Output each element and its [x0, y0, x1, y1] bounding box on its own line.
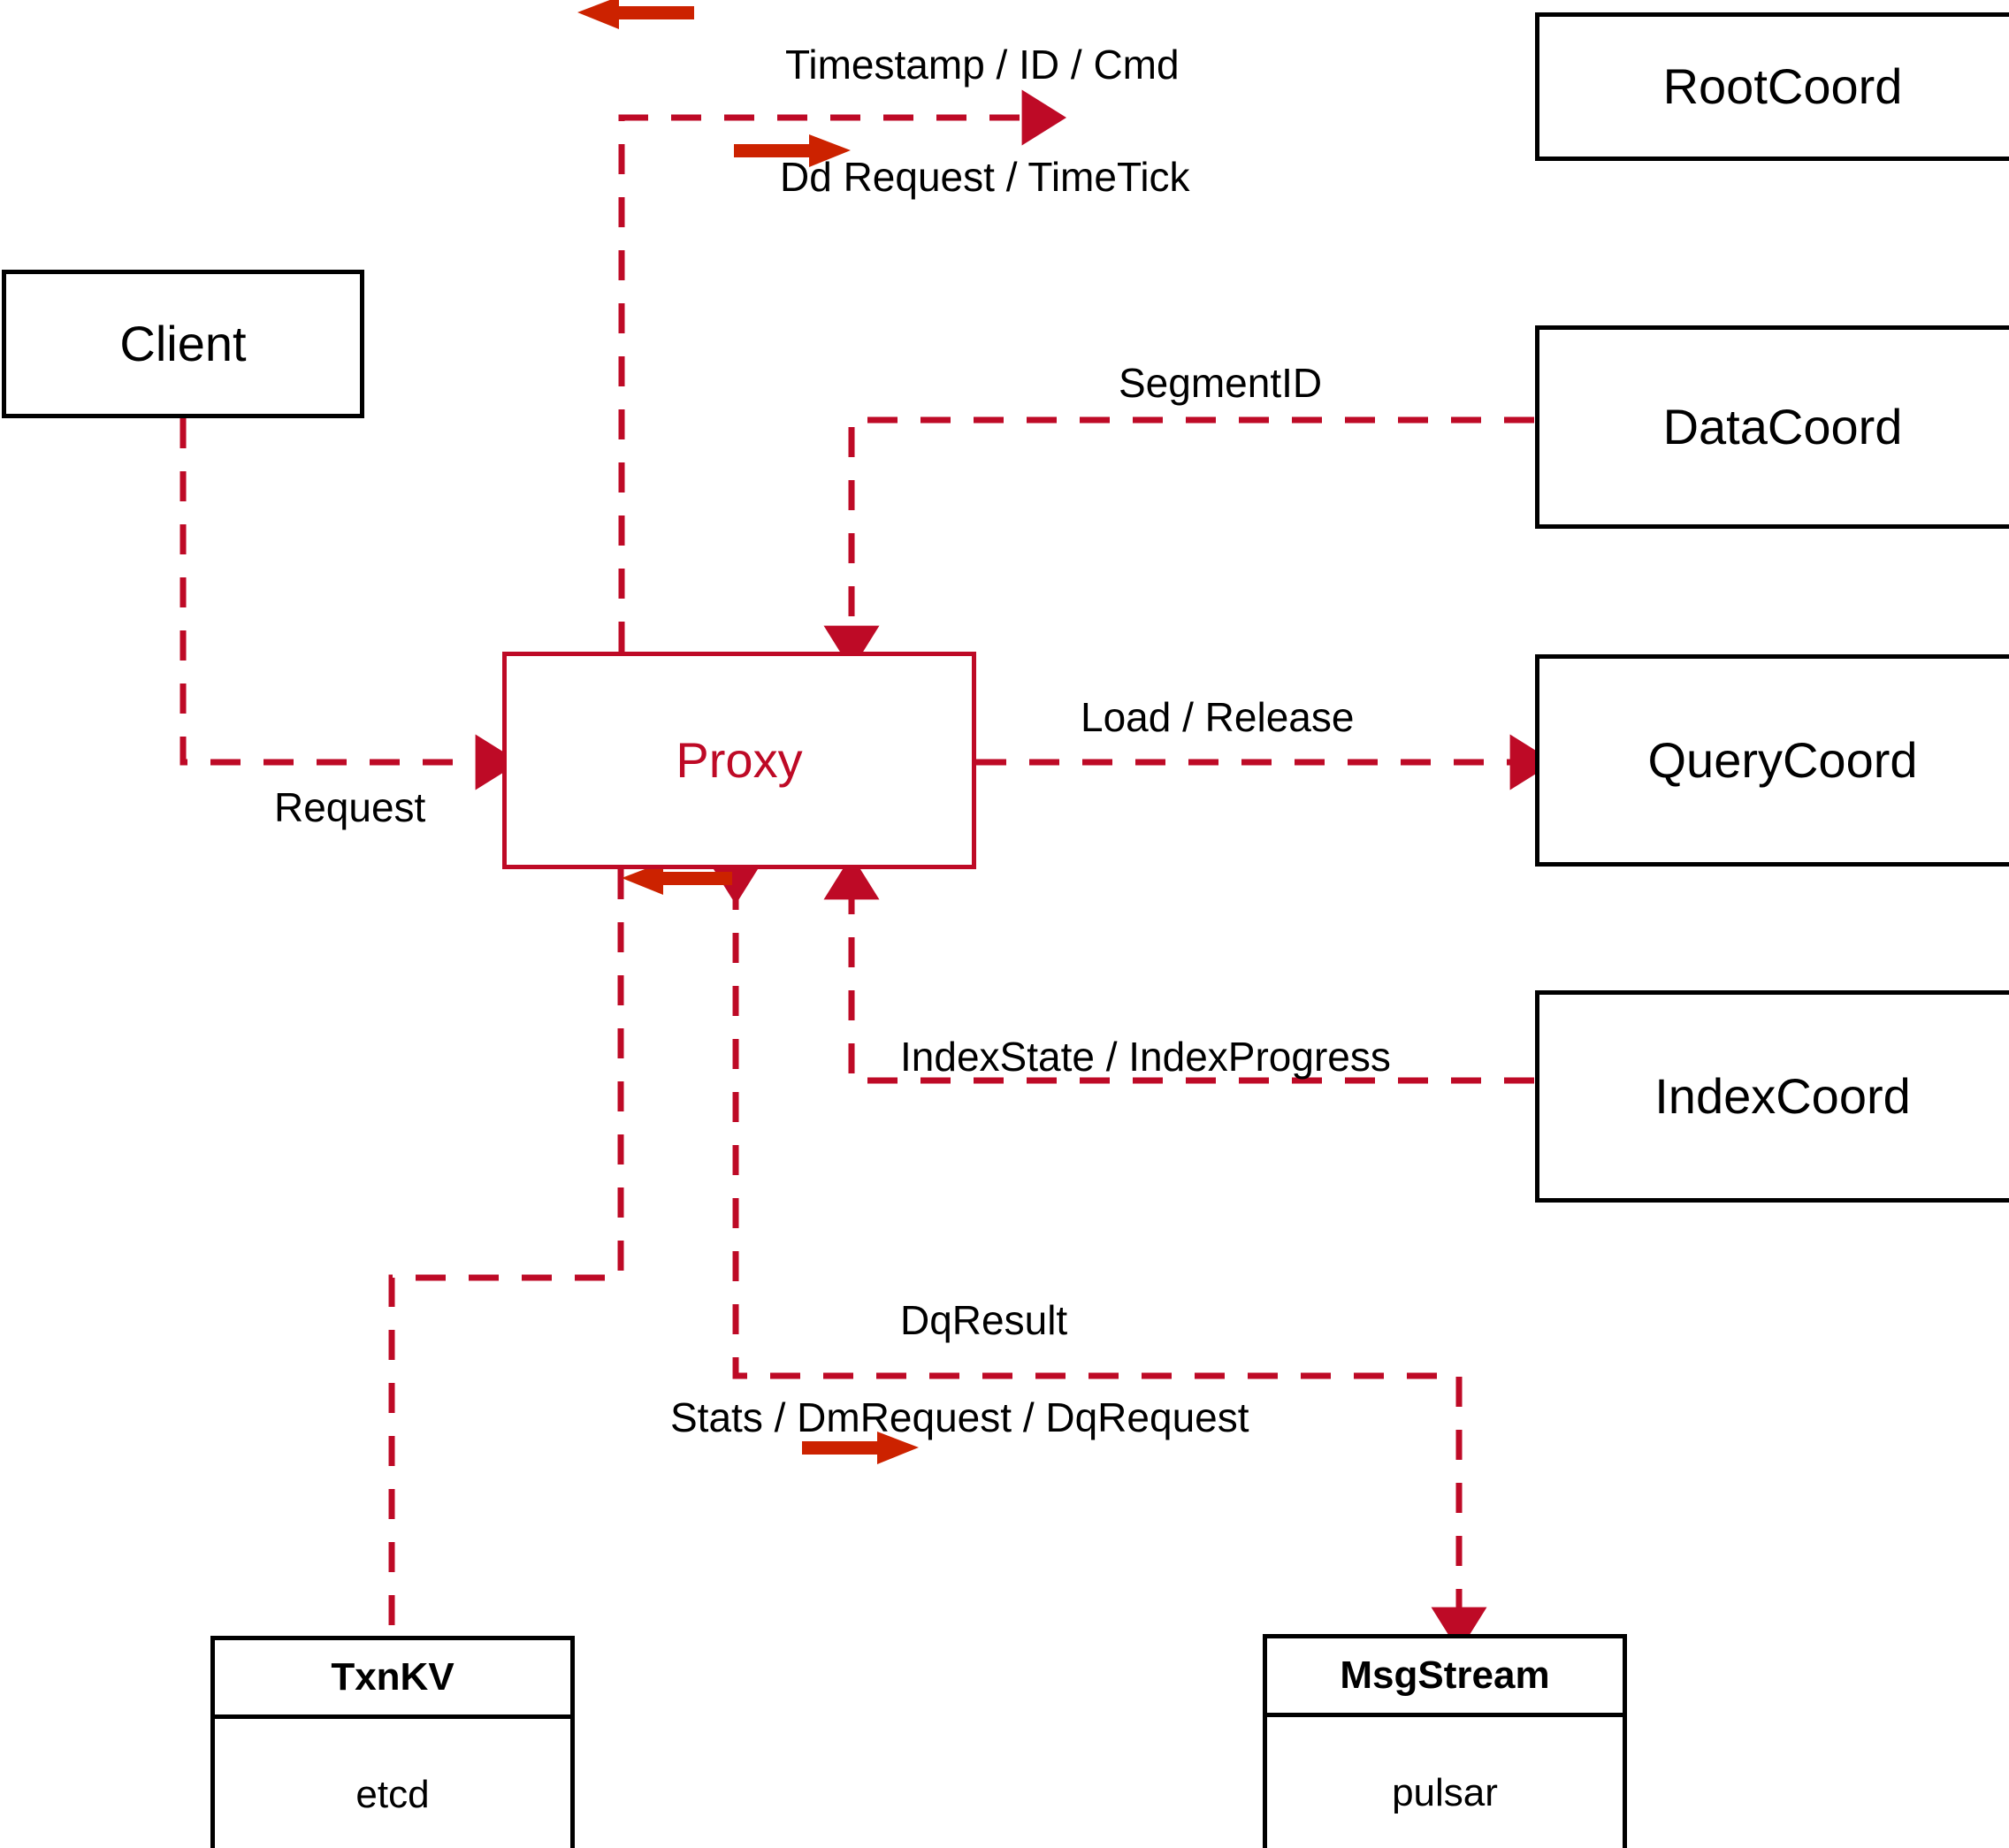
wire-proxy-to-txnkv — [388, 869, 624, 1636]
node-txnkv[interactable]: TxnKV etcd — [210, 1636, 575, 1848]
node-msgstream-body: pulsar — [1267, 1717, 1623, 1848]
direction-arrow-group — [577, 0, 919, 1464]
node-client-label: Client — [119, 316, 247, 371]
edge-label-load-release: Load / Release — [1081, 694, 1355, 740]
node-txnkv-body: etcd — [215, 1719, 570, 1848]
wire-proxy-rootcoord — [618, 89, 1066, 652]
edge-label-segment-id: SegmentID — [1119, 360, 1323, 406]
node-rootcoord[interactable]: RootCoord — [1535, 12, 2009, 161]
node-txnkv-body-label: etcd — [355, 1772, 430, 1816]
node-msgstream[interactable]: MsgStream pulsar — [1263, 1634, 1627, 1848]
node-proxy[interactable]: Proxy — [502, 652, 976, 869]
edge-label-dd-request-timetick: Dd Request / TimeTick — [780, 154, 1190, 200]
node-txnkv-header: TxnKV — [215, 1640, 570, 1719]
node-indexcoord[interactable]: IndexCoord — [1535, 990, 2009, 1203]
node-proxy-label: Proxy — [676, 732, 803, 788]
node-rootcoord-label: RootCoord — [1662, 58, 1903, 114]
node-msgstream-header-label: MsgStream — [1340, 1653, 1550, 1697]
edge-label-stats-dm-dq-request: Stats / DmRequest / DqRequest — [670, 1394, 1249, 1440]
node-indexcoord-label: IndexCoord — [1654, 1068, 1911, 1124]
wire-client-to-proxy — [180, 418, 520, 790]
arrow-left-timestamp — [577, 0, 694, 29]
edge-label-index-state-progress: IndexState / IndexProgress — [900, 1034, 1391, 1080]
node-querycoord[interactable]: QueryCoord — [1535, 654, 2009, 867]
node-datacoord[interactable]: DataCoord — [1535, 325, 2009, 529]
edge-label-dq-result: DqResult — [900, 1297, 1068, 1343]
wire-proxy-msgstream — [707, 859, 1487, 1652]
arrow-right-dmrequest — [802, 1432, 919, 1464]
arrow-right-ddrequest — [734, 134, 851, 167]
wire-datacoord-to-proxy — [823, 416, 1534, 670]
arrow-left-dqresult — [622, 862, 732, 895]
node-querycoord-label: QueryCoord — [1647, 732, 1918, 788]
edge-label-request: Request — [274, 784, 426, 830]
node-txnkv-header-label: TxnKV — [331, 1655, 455, 1699]
edge-label-timestamp-id-cmd: Timestamp / ID / Cmd — [785, 42, 1180, 88]
node-client[interactable]: Client — [2, 270, 364, 418]
node-msgstream-header: MsgStream — [1267, 1638, 1623, 1717]
node-msgstream-body-label: pulsar — [1392, 1770, 1498, 1814]
node-datacoord-label: DataCoord — [1662, 399, 1903, 454]
